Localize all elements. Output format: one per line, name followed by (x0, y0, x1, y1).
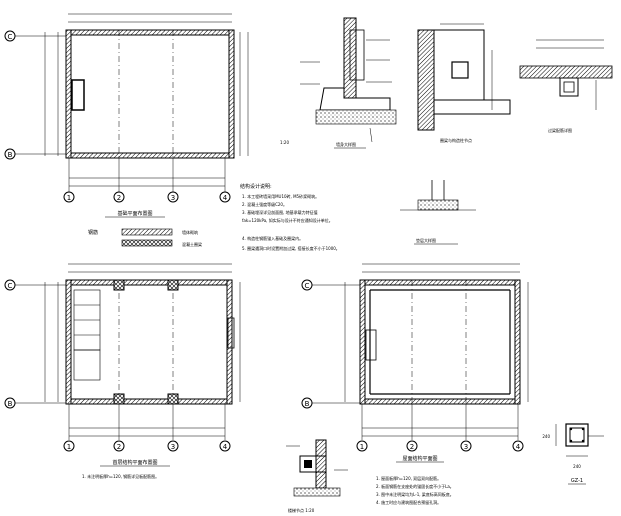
roof-note-3: 3. 图中未注明梁均为L-1, 梁底标高同板底。 (376, 491, 454, 497)
roof-axis-2: 2 (410, 443, 414, 451)
roof-note-2: 2. 板面钢筋在支座处的锚固长度不小于La。 (376, 483, 454, 489)
wall-section-title: 墙身大样图 (336, 141, 356, 147)
foundation-axis-1: 1 (67, 194, 71, 202)
roof-axis-B: B (305, 400, 310, 408)
floor1-plan-title: 首层结构平面布置图 (112, 459, 157, 466)
foundation-axis-4: 4 (223, 194, 228, 202)
floor1-axis-3: 3 (171, 443, 175, 451)
legend-swatch-cross (121, 239, 173, 247)
legend-label-1: 钢筋 (88, 229, 98, 236)
foundation-axis-3: 3 (171, 194, 175, 202)
roof-axis-C: C (305, 282, 310, 290)
wall-section-scale: 1:20 (280, 140, 289, 145)
wall-section-detail: 墙身大样图 1:20 (280, 17, 397, 149)
column-detail: 240 240 GZ-1 (542, 423, 604, 485)
lintel-title: 过梁配筋详图 (548, 127, 572, 133)
legend-swatch-hatch (121, 228, 173, 236)
design-note-3: 3. 基础埋深详见剖面图, 地基承载力特征值 (242, 209, 318, 215)
design-note-2: 2. 混凝土强度等级C20。 (242, 201, 287, 207)
roof-plan: C B 1 2 3 4 屋面结构平面图 (301, 263, 529, 463)
design-note-4: fak=120kPa, 如实际与设计不符应通知设计单位。 (242, 217, 333, 223)
column-label: GZ-1 (571, 478, 583, 484)
design-notes-title: 结构设计说明: (240, 183, 272, 190)
floor1-axis-1: 1 (67, 443, 71, 451)
lintel-detail: 过梁配筋详图 (519, 39, 613, 133)
column-dim-vertical: 240 (542, 434, 550, 439)
small-section-title: 楼梯节点 1:20 (288, 507, 315, 513)
bedding-detail: 垫层大样图 (400, 180, 476, 245)
column-dim-horizontal: 240 (573, 464, 581, 469)
roof-axis-4: 4 (516, 443, 521, 451)
floor1-plan: C B 1 2 3 4 首层结构平面布置图 1. 未注明板厚h=120, 钢筋详… (4, 263, 241, 479)
ring-beam-detail: 圈梁与构造柱节点 (417, 23, 511, 143)
foundation-axis-B: B (8, 151, 13, 159)
floor1-axis-2: 2 (117, 443, 121, 451)
roof-note-4: 4. 施工时应与建筑图配合预留孔洞。 (376, 499, 441, 505)
design-note-1: 1. 本工程砖墙采用MU10砖, M5砂浆砌筑。 (242, 193, 319, 199)
bedding-title: 垫层大样图 (416, 237, 436, 243)
design-note-6: 5. 圈梁遇洞口时设置附加过梁, 搭接长度不小于1000。 (242, 245, 340, 251)
design-notes: 结构设计说明: 1. 本工程砖墙采用MU10砖, M5砂浆砌筑。 2. 混凝土强… (240, 183, 340, 251)
roof-notes: 1. 屋面板厚h=120, 双层双向配筋。 2. 板面钢筋在支座处的锚固长度不小… (376, 475, 454, 505)
design-note-5: 4. 构造柱钢筋锚入基础及圈梁内。 (242, 235, 303, 241)
legend-note-2: 混凝土圈梁 (182, 241, 202, 247)
foundation-plan-title: 基础平面布置图 (117, 210, 152, 217)
ring-beam-title: 圈梁与构造柱节点 (440, 137, 472, 143)
floor1-axis-C: C (8, 282, 13, 290)
foundation-axis-C: C (8, 33, 13, 41)
roof-note-1: 1. 屋面板厚h=120, 双层双向配筋。 (376, 475, 441, 481)
floor1-axis-B: B (8, 400, 13, 408)
roof-axis-1: 1 (360, 443, 364, 451)
foundation-axis-2: 2 (117, 194, 121, 202)
floor1-note: 1. 未注明板厚h=120, 钢筋详见板配筋图。 (82, 473, 159, 479)
roof-plan-title: 屋面结构平面图 (402, 455, 437, 462)
legend-note-1: 墙体砌筑 (182, 229, 198, 235)
foundation-plan: C B 1 2 3 4 基础平面布置图 钢筋 墙体砌筑 混凝土圈梁 (4, 13, 249, 247)
roof-axis-3: 3 (464, 443, 468, 451)
small-section-detail: 楼梯节点 1:20 (286, 439, 348, 513)
floor1-axis-4: 4 (223, 443, 228, 451)
